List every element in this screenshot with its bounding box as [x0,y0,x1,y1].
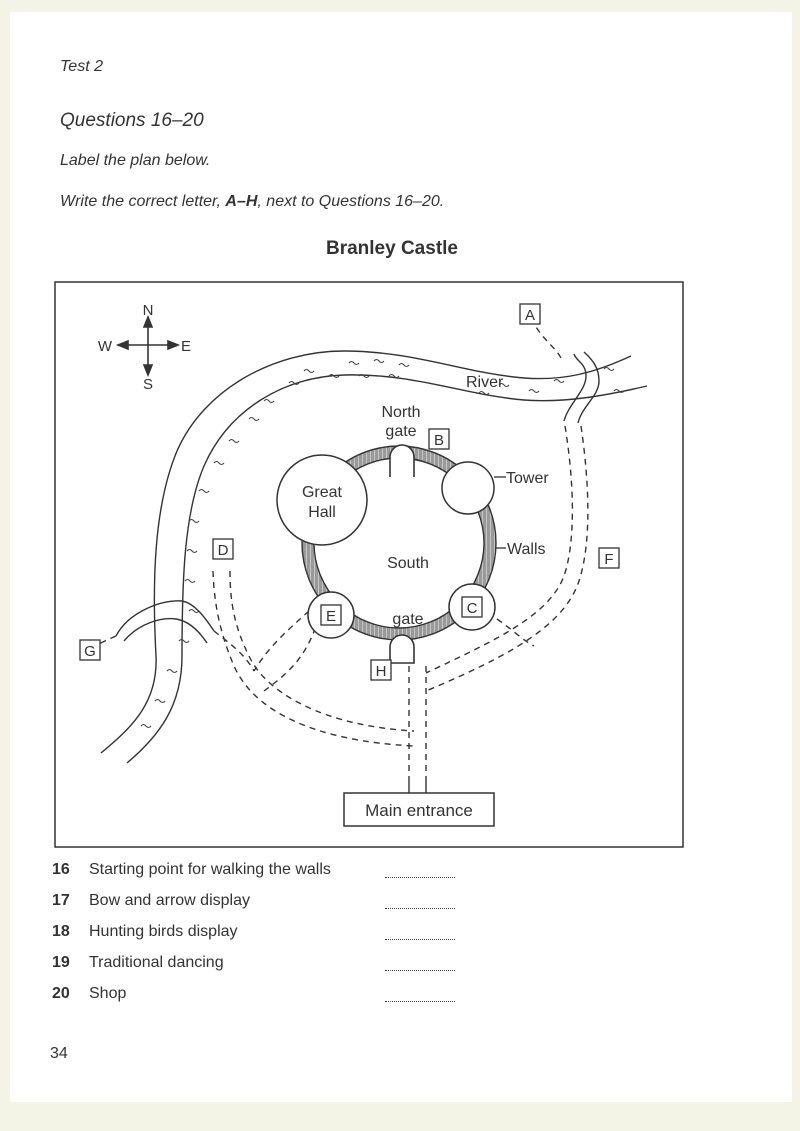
question-number: 19 [52,954,70,971]
letter-box-d: D [212,538,234,560]
letter-box-f: F [598,547,620,569]
page-number: 34 [50,1045,68,1062]
compass-s: S [143,376,153,393]
north-gate [389,444,415,477]
letter-box-e: E [320,604,342,626]
letter-box-h: H [370,659,392,681]
letter-range: A–H [225,193,258,210]
south-gate-label-2: gate [392,611,423,628]
question-number: 17 [52,892,70,909]
letter-box-g: G [79,639,101,661]
svg-text:C: C [467,600,478,617]
great-hall-label-2: Hall [308,504,336,521]
svg-text:B: B [434,432,444,449]
river [100,350,648,764]
letter-box-a: A [519,303,541,325]
tower-label: Tower [506,470,549,487]
question-number: 20 [52,985,70,1002]
letter-box-c: C [461,596,483,618]
answer-blank[interactable] [385,900,455,909]
walls-label: Walls [507,541,546,558]
compass-icon [115,314,181,378]
bridge-east [563,351,600,424]
section-title: Questions 16–20 [60,110,204,131]
question-text: Hunting birds display [89,923,238,940]
bridge-west [115,600,215,644]
north-gate-label-2: gate [385,423,416,440]
svg-text:G: G [84,643,96,660]
question-text: Starting point for walking the walls [89,861,331,878]
instruction-write-letter: Write the correct letter, A–H, next to Q… [60,193,445,210]
question-text: Traditional dancing [89,954,224,971]
river-ripples [140,358,625,729]
compass-n: N [143,302,154,319]
south-gate-label-1: South [387,555,429,572]
instruction-label-plan: Label the plan below. [60,152,211,169]
great-hall-label-1: Great [302,484,343,501]
tower-ne [441,461,495,515]
castle-plan: N S W E Gr [54,281,684,848]
svg-text:F: F [604,551,613,568]
question-number: 18 [52,923,70,940]
plan-title: Branley Castle [325,238,458,259]
letter-box-b: B [428,428,450,450]
answer-blank[interactable] [385,962,455,971]
svg-text:H: H [376,663,387,680]
question-number: 16 [52,861,70,878]
question-text: Bow and arrow display [89,892,250,909]
svg-text:E: E [326,608,336,625]
river-label: River [466,374,504,391]
compass-e: E [181,338,191,355]
north-gate-label-1: North [381,404,420,421]
main-entrance-label: Main entrance [365,801,473,820]
question-text: Shop [89,985,127,1002]
compass-w: W [98,338,113,355]
answer-blank[interactable] [385,931,455,940]
great-hall [276,454,368,546]
answer-blank[interactable] [385,869,455,878]
south-gate [389,634,415,664]
svg-text:A: A [525,307,535,324]
svg-text:D: D [218,542,229,559]
main-entrance-box [343,792,495,827]
answer-blank[interactable] [385,993,455,1002]
test-label: Test 2 [60,58,103,75]
